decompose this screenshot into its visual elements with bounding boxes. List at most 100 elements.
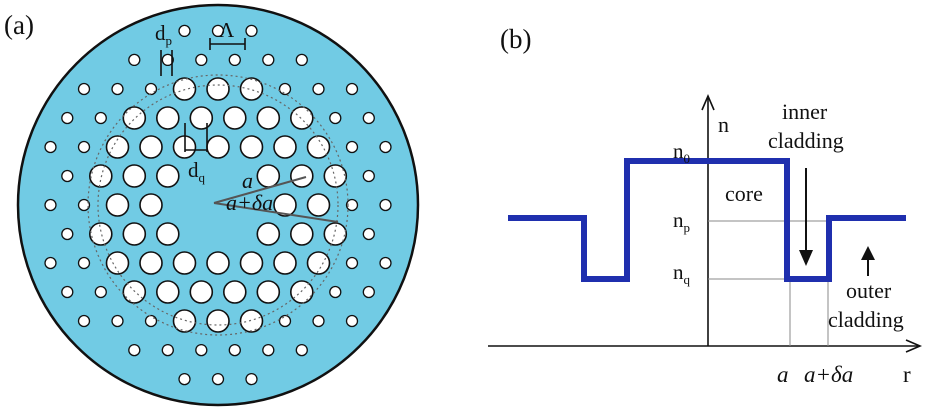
small-air-hole: [77, 314, 91, 328]
small-air-hole: [345, 314, 359, 328]
small-air-hole: [312, 82, 325, 96]
small-air-hole: [111, 82, 124, 96]
small-air-hole: [195, 343, 208, 357]
dp-label: dp: [155, 21, 172, 48]
small-air-hole: [161, 53, 174, 67]
large-air-hole: [206, 309, 230, 333]
large-air-hole: [306, 251, 331, 275]
small-air-hole: [245, 24, 258, 38]
large-air-hole: [105, 135, 130, 159]
small-air-hole: [211, 24, 225, 38]
large-air-hole: [239, 309, 264, 333]
large-air-hole: [105, 251, 130, 275]
large-air-hole: [256, 164, 281, 188]
small-air-hole: [61, 111, 74, 125]
small-air-hole: [295, 343, 308, 357]
core-label: core: [725, 181, 763, 206]
inner-cladding-arrowhead: [799, 250, 813, 266]
large-air-hole: [122, 164, 147, 188]
small-air-hole: [262, 53, 275, 67]
pitch-label: Λ: [219, 18, 235, 42]
outer-cladding-label-1: outer: [846, 278, 892, 303]
large-air-hole: [189, 106, 214, 130]
small-air-hole: [144, 314, 158, 328]
small-air-hole: [77, 140, 91, 154]
large-air-hole: [156, 280, 180, 304]
small-air-hole: [61, 285, 74, 299]
small-air-hole: [295, 53, 308, 67]
large-air-hole: [89, 164, 113, 188]
large-air-hole: [156, 106, 180, 130]
dq-dimension: dq: [184, 123, 208, 185]
large-air-hole: [273, 135, 297, 159]
large-air-hole: [323, 222, 348, 246]
large-air-hole: [122, 222, 147, 246]
large-air-hole: [239, 251, 264, 275]
large-air-hole: [223, 280, 247, 304]
small-air-hole: [44, 140, 57, 154]
large-air-hole: [289, 280, 314, 304]
outer-cladding-label-2: cladding: [828, 307, 904, 332]
small-air-hole: [379, 256, 392, 270]
dp-dimension: dp: [155, 21, 173, 76]
fiber-cross-section: [16, 3, 420, 407]
large-air-hole: [273, 193, 297, 217]
tick-a-delta-label: a+δa: [804, 362, 853, 387]
large-air-hole: [256, 222, 281, 246]
small-air-hole: [362, 111, 375, 125]
small-air-hole: [128, 53, 141, 67]
small-air-hole: [278, 82, 292, 96]
large-air-hole: [172, 251, 197, 275]
inner-cladding-label-2: cladding: [768, 128, 844, 153]
large-air-hole: [289, 222, 314, 246]
large-air-hole: [189, 280, 214, 304]
r-axis-label: r: [903, 362, 911, 387]
n-axis-label: n: [718, 112, 729, 137]
small-air-hole: [345, 256, 359, 270]
panel-a-label: (a): [4, 10, 34, 40]
large-air-hole: [306, 135, 331, 159]
tick-a-label: a: [777, 362, 789, 387]
small-air-hole: [379, 198, 392, 212]
large-air-hole: [172, 309, 197, 333]
large-air-hole: [323, 164, 348, 188]
pitch-dimension: Λ: [209, 18, 246, 50]
radius-a-delta-line: [213, 202, 339, 223]
large-air-hole: [223, 106, 247, 130]
small-air-hole: [228, 53, 241, 67]
dq-label: dq: [188, 158, 206, 185]
radius-a-delta-label: a+δa: [226, 190, 273, 215]
small-air-hole: [345, 198, 359, 212]
index-profile: [508, 158, 906, 282]
small-air-hole: [379, 140, 392, 154]
large-air-hole: [306, 193, 331, 217]
outer-cladding-arrowhead: [861, 246, 875, 260]
small-air-hole: [329, 111, 342, 125]
small-air-hole: [195, 53, 208, 67]
nq-label: nq: [673, 260, 691, 287]
small-air-hole: [262, 343, 275, 357]
large-air-hole: [139, 193, 163, 217]
np-label: np: [673, 208, 690, 235]
small-air-hole: [161, 343, 174, 357]
large-air-hole: [239, 135, 264, 159]
small-air-hole: [345, 82, 359, 96]
small-air-hole: [228, 343, 241, 357]
small-air-hole: [211, 372, 225, 386]
small-air-hole: [77, 256, 91, 270]
small-air-hole: [312, 314, 325, 328]
large-air-hole: [206, 77, 230, 101]
air-holes: [44, 24, 392, 386]
small-air-hole: [278, 314, 292, 328]
large-air-hole: [172, 77, 197, 101]
large-air-hole: [122, 280, 147, 304]
small-air-hole: [94, 111, 107, 125]
large-air-hole: [105, 193, 130, 217]
large-air-hole: [289, 164, 314, 188]
small-air-hole: [94, 285, 107, 299]
small-air-hole: [77, 82, 91, 96]
small-air-hole: [44, 198, 57, 212]
small-air-hole: [111, 314, 124, 328]
inner-cladding-label-1: inner: [782, 99, 828, 124]
